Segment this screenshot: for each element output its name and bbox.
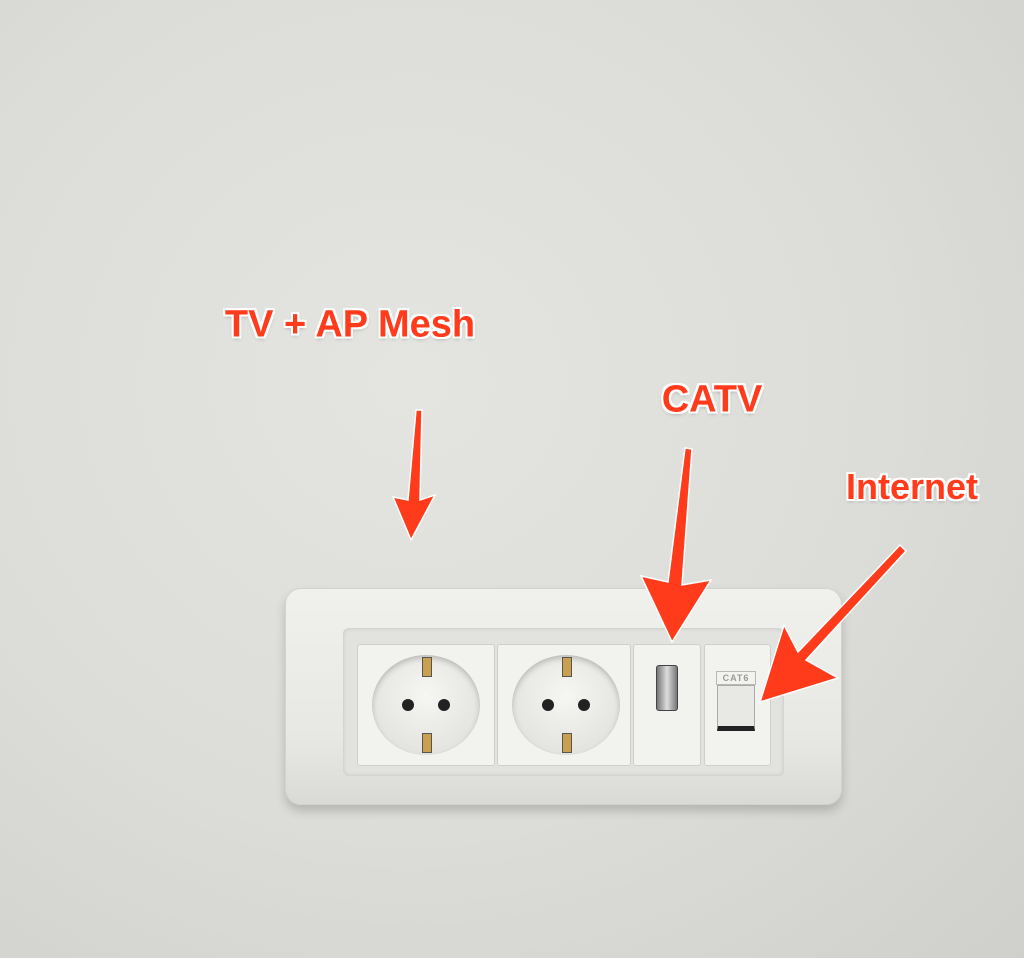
arrow-to-catv: [639, 447, 713, 644]
label-internet: Internet: [845, 466, 979, 507]
arrow-to-internet: [758, 543, 908, 704]
rj45-port-icon: [717, 685, 755, 731]
wall-faceplate: CAT6: [285, 588, 842, 805]
label-tv-ap-mesh: TV + AP Mesh: [224, 303, 476, 346]
rj45-module-marking: CAT6: [716, 671, 756, 685]
coax-connector-icon: [656, 665, 678, 711]
power-socket-1: [357, 644, 495, 766]
power-socket-2: [497, 644, 631, 766]
arrow-to-power-sockets: [391, 409, 437, 542]
label-catv: CATV: [661, 378, 763, 421]
rj45-internet-module: CAT6: [704, 644, 771, 766]
coax-catv-module: [633, 644, 701, 766]
